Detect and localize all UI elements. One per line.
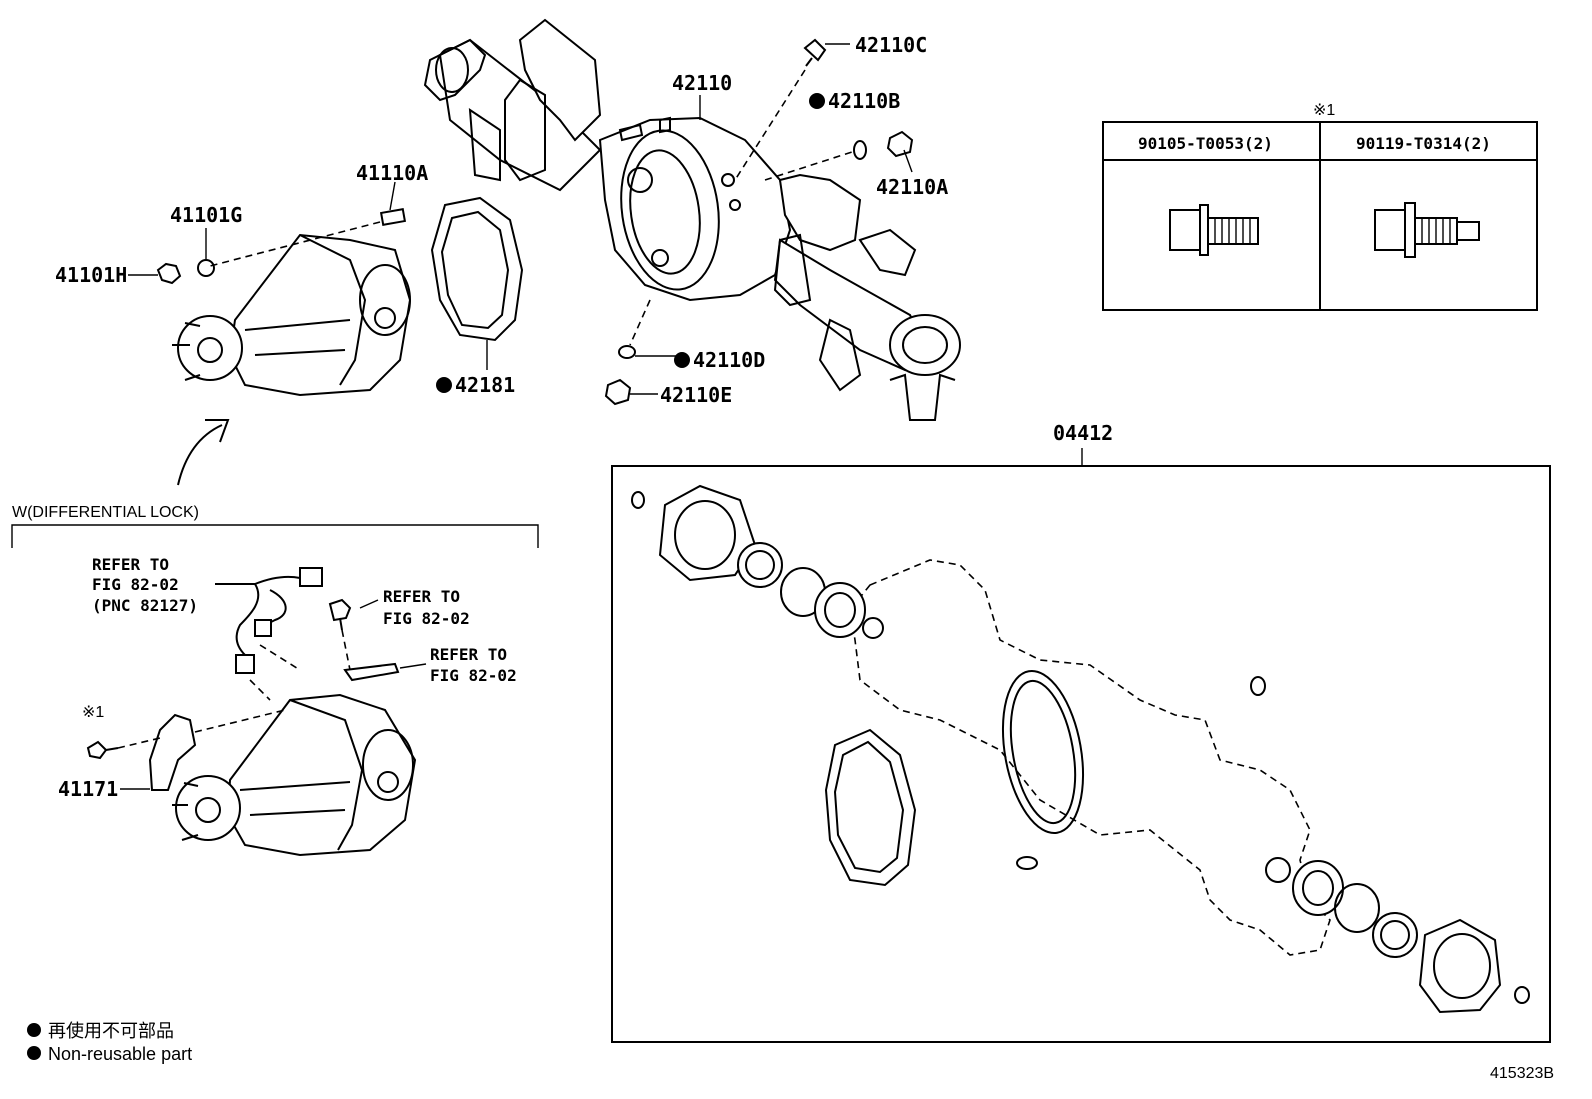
part-label-42110A[interactable]: 42110A bbox=[876, 175, 948, 199]
part-label-42110B[interactable]: 42110B bbox=[828, 89, 900, 113]
part-label-42181[interactable]: 42181 bbox=[455, 373, 515, 397]
oil-seal-icon bbox=[814, 582, 866, 638]
axle-housing-drawing bbox=[423, 18, 961, 421]
o-ring-icon bbox=[1334, 883, 1380, 933]
bolt-icon bbox=[1169, 204, 1259, 256]
bolt-icon bbox=[1374, 202, 1480, 258]
note-mark: ※1 bbox=[82, 704, 104, 721]
differential-carrier-drawing bbox=[156, 208, 412, 397]
part-label-42110E[interactable]: 42110E bbox=[660, 383, 732, 407]
differential-lock-section: W(DIFFERENTIAL LOCK) REFER TO FIG 82-02 … bbox=[11, 504, 539, 857]
non-reusable-mark bbox=[436, 377, 452, 393]
washer-icon bbox=[631, 491, 645, 509]
part-label-04412[interactable]: 04412 bbox=[1053, 421, 1113, 445]
note-mark: ※1 bbox=[1313, 102, 1335, 119]
diff-lock-header: W(DIFFERENTIAL LOCK) bbox=[12, 504, 199, 521]
refer-text: REFER TO bbox=[383, 587, 460, 606]
legend: 再使用不可部品 Non-reusable part bbox=[27, 1021, 192, 1064]
refer-text: REFER TO bbox=[430, 645, 507, 664]
arrow-up-icon bbox=[177, 419, 230, 486]
washer-icon bbox=[1250, 676, 1266, 696]
oil-seal-icon bbox=[737, 542, 783, 588]
part-label-41171[interactable]: 41171 bbox=[58, 777, 118, 801]
oil-seal-icon bbox=[1372, 912, 1418, 958]
gasket-42181-drawing bbox=[430, 196, 524, 342]
refer-pnc-text: (PNC 82127) bbox=[92, 596, 198, 615]
part-label-42110C[interactable]: 42110C bbox=[855, 33, 927, 57]
note-col2-part[interactable]: 90119-T0314(2) bbox=[1356, 134, 1491, 153]
refer-fig-text[interactable]: FIG 82-02 bbox=[92, 575, 179, 594]
figure-id: 415323B bbox=[1490, 1065, 1554, 1082]
part-label-42110[interactable]: 42110 bbox=[672, 71, 732, 95]
legend-japanese: 再使用不可部品 bbox=[48, 1021, 174, 1041]
bracket-41171-drawing bbox=[86, 709, 286, 791]
legend-english: Non-reusable part bbox=[48, 1044, 192, 1064]
refer-fig-text[interactable]: FIG 82-02 bbox=[383, 609, 470, 628]
non-reusable-mark bbox=[27, 1046, 41, 1060]
breather-plug-drawing bbox=[604, 38, 914, 406]
differential-carrier-drawing bbox=[172, 693, 417, 857]
washer-icon bbox=[1016, 856, 1038, 870]
bolt-icon bbox=[328, 598, 400, 682]
part-label-41101G[interactable]: 41101G bbox=[170, 203, 242, 227]
refer-text: REFER TO bbox=[92, 555, 169, 574]
non-reusable-mark bbox=[674, 352, 690, 368]
part-label-41101H[interactable]: 41101H bbox=[55, 263, 127, 287]
non-reusable-mark bbox=[27, 1023, 41, 1037]
leader-lines bbox=[128, 43, 913, 395]
note-table: ※1 90105-T0053(2) 90119-T0314(2) bbox=[1102, 102, 1538, 311]
washer-icon bbox=[1514, 986, 1530, 1004]
refer-fig-text[interactable]: FIG 82-02 bbox=[430, 666, 517, 685]
part-label-42110D[interactable]: 42110D bbox=[693, 348, 765, 372]
oil-seal-icon bbox=[1292, 860, 1344, 916]
note-col1-part[interactable]: 90105-T0053(2) bbox=[1138, 134, 1273, 153]
gasket-icon bbox=[1418, 918, 1502, 1014]
non-reusable-mark bbox=[809, 93, 825, 109]
wire-harness-drawing bbox=[215, 567, 323, 701]
part-label-41110A[interactable]: 41110A bbox=[356, 161, 428, 185]
gasket-kit-section: 04412 bbox=[611, 421, 1551, 1043]
